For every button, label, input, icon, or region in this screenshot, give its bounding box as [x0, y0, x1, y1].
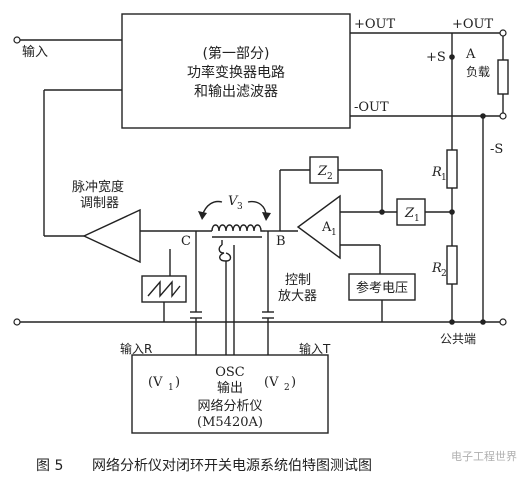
analyzer-v2-close: )	[291, 375, 296, 390]
injection-coil-primary	[211, 224, 265, 232]
common-terminal-right	[499, 318, 507, 326]
common-node-r2	[449, 319, 455, 325]
v3-subscript: 3	[237, 202, 243, 212]
plus-out-terminal	[499, 29, 507, 37]
a1-label: A	[321, 220, 332, 235]
caption-text: 网络分析仪对闭环开关电源系统伯特图测试图	[92, 458, 372, 474]
r1-subscript: 1	[441, 173, 447, 183]
input-label: 输入	[22, 44, 48, 60]
z1-subscript: 1	[414, 214, 420, 224]
power-block-line3: 和输出滤波器	[194, 84, 278, 100]
input-terminal	[13, 36, 21, 44]
input-r-label: 输入R	[120, 341, 152, 356]
input-t-label: 输入T	[299, 341, 331, 356]
pwm-modulator	[82, 208, 141, 264]
analyzer-name-line1: 网络分析仪	[197, 398, 262, 414]
power-block-line2: 功率变换器电路	[187, 64, 285, 81]
node-a-label: A	[465, 47, 476, 62]
v3-arrowhead-right	[262, 212, 271, 221]
z1-label: Z	[404, 206, 415, 221]
resistor-r1	[446, 149, 458, 189]
node-b-label: B	[276, 234, 286, 249]
r2-subscript: 2	[441, 269, 447, 279]
power-block-line1: (第一部分)	[203, 45, 270, 62]
z2-subscript: 2	[327, 172, 333, 182]
plus-out-right-label: +OUT	[452, 17, 494, 32]
v3-arrowhead-left	[198, 211, 207, 220]
analyzer-v2: (V	[264, 375, 279, 390]
reference-voltage-block	[348, 273, 416, 301]
minus-out-terminal	[499, 112, 507, 120]
network-analyzer	[131, 354, 329, 434]
analyzer-osc-line2: 输出	[217, 380, 243, 396]
injection-coil-secondary	[218, 244, 232, 262]
watermark-logo: 电子工程世界	[451, 450, 517, 463]
analyzer-v1: (V	[148, 375, 163, 390]
common-terminal-left	[13, 318, 21, 326]
load-label: 负载	[466, 65, 490, 79]
z2-label: Z	[317, 164, 328, 179]
impedance-z2	[309, 156, 339, 184]
sawtooth-generator	[141, 275, 187, 303]
analyzer-v1-sub: 1	[168, 383, 174, 393]
analyzer-osc-line1: OSC	[215, 365, 245, 380]
sawtooth-wave-icon	[147, 280, 181, 298]
ref-voltage-label: 参考电压	[356, 280, 408, 296]
pwm-label-line1: 脉冲宽度	[72, 179, 124, 195]
plus-out-block-label: +OUT	[354, 17, 396, 32]
load-resistor	[497, 59, 509, 95]
error-amplifier-a1	[296, 194, 341, 260]
control-amp-line2: 放大器	[278, 289, 317, 304]
common-node-minus-s	[480, 319, 486, 325]
minus-s-label: -S	[490, 142, 503, 157]
resistor-r2	[446, 245, 458, 285]
analyzer-v1-close: )	[175, 375, 180, 390]
analyzer-name-line2: (M5420A)	[197, 415, 263, 430]
plus-s-label: +S	[426, 50, 446, 65]
a1-subscript: 1	[331, 228, 337, 238]
caption-figure-number: 图 5	[36, 458, 63, 474]
common-label: 公共端	[440, 332, 476, 346]
minus-s-node	[480, 113, 486, 119]
node-c-label: C	[181, 234, 191, 249]
r1-label: R	[431, 165, 442, 180]
minus-out-label: -OUT	[354, 100, 389, 115]
control-amp-line1: 控制	[285, 273, 311, 288]
r2-label: R	[431, 261, 442, 276]
analyzer-v2-sub: 2	[284, 383, 290, 393]
pwm-label-line2: 调制器	[80, 196, 119, 211]
v3-label: V	[228, 194, 239, 209]
power-converter-block	[121, 13, 351, 129]
